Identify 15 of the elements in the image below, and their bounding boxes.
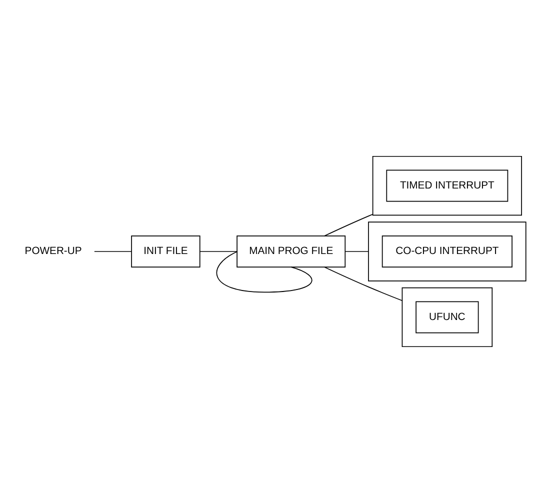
connector [94, 250, 132, 252]
connector [344, 250, 369, 252]
cluster [368, 221, 526, 281]
node-box: UFUNC [416, 300, 479, 333]
node-box: MAIN PROG FILE [236, 235, 346, 267]
connector [324, 266, 403, 301]
cluster [372, 155, 522, 216]
cluster [402, 286, 493, 347]
connector [324, 213, 374, 236]
node-text: POWER-UP [24, 246, 82, 257]
node-box: TIMED INTERRUPT [386, 169, 508, 202]
connector [200, 250, 238, 252]
connector [216, 250, 312, 292]
node-box: CO-CPU INTERRUPT [382, 235, 512, 267]
node-box: INIT FILE [131, 235, 200, 267]
